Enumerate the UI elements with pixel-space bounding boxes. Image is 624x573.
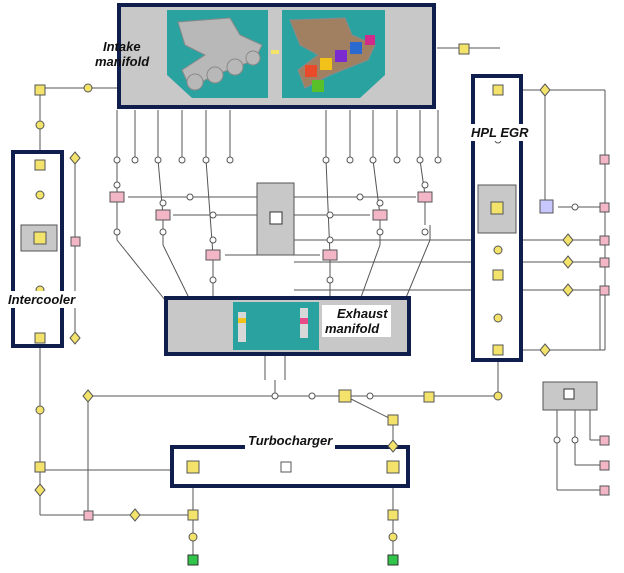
- valve-icon: [109, 191, 125, 203]
- node-markers: [113, 136, 579, 444]
- exhaust-label-line1: Exhaust: [337, 306, 388, 321]
- pipe-icon: [387, 414, 399, 426]
- boundary-icon: [187, 554, 199, 566]
- junction-icon: [493, 313, 503, 323]
- valve-icon: [70, 236, 81, 247]
- compressor-icon: [186, 460, 200, 474]
- valve-icon: [205, 249, 221, 261]
- shaft-icon: [280, 461, 292, 473]
- sensor-icon: [34, 483, 46, 497]
- junction-icon: [35, 120, 45, 130]
- pipe-icon: [423, 391, 435, 403]
- exhaust-manifold-shape: [238, 308, 308, 342]
- junction-icon: [388, 532, 398, 542]
- cylinder-icon: [269, 211, 283, 225]
- sensor-icon: [129, 508, 141, 522]
- sensor-icon: [562, 233, 574, 247]
- intake-manifold-label: Intake manifold: [92, 38, 152, 70]
- valve-components[interactable]: [70, 154, 610, 521]
- hpl-egr-label: HPL EGR: [468, 124, 532, 141]
- valve-icon: [599, 202, 610, 213]
- pipe-icon: [34, 332, 46, 344]
- pipe-icon: [458, 43, 470, 55]
- sensor-icon: [69, 151, 81, 165]
- intake-label-line2: manifold: [95, 54, 150, 69]
- intake-label-line1: Intake: [103, 39, 141, 54]
- intercooler-label: Intercooler: [5, 291, 79, 308]
- valve-icon: [599, 235, 610, 246]
- turbine-icon: [386, 460, 400, 474]
- intake-colored-runners: [305, 35, 375, 92]
- valve-icon: [599, 460, 610, 471]
- valve-icon: [83, 510, 94, 521]
- boundary-components[interactable]: [187, 554, 399, 566]
- valve-icon: [322, 249, 338, 261]
- compressor-turbine[interactable]: [186, 389, 400, 474]
- heat-exchanger-icon: [490, 201, 504, 215]
- sensor-icon: [539, 83, 551, 97]
- pipe-icon: [187, 509, 199, 521]
- valve-icon: [599, 435, 610, 446]
- junction-components[interactable]: [35, 83, 503, 542]
- valve-icon: [599, 485, 610, 496]
- sensor-icon: [562, 283, 574, 297]
- pipe-components[interactable]: [34, 43, 504, 521]
- junction-icon: [35, 190, 45, 200]
- sensor-components[interactable]: [34, 83, 574, 522]
- pipe-icon: [34, 84, 46, 96]
- pipe-icon: [492, 344, 504, 356]
- sensor-icon: [563, 388, 575, 400]
- sensor-icon: [562, 255, 574, 269]
- pipe-icon: [492, 84, 504, 96]
- junction-icon: [188, 532, 198, 542]
- turbocharger-label: Turbocharger: [245, 432, 336, 449]
- junction-icon: [493, 245, 503, 255]
- pipe-icon: [34, 159, 46, 171]
- pipe-icon: [492, 269, 504, 281]
- sensor-icon: [69, 331, 81, 345]
- intake-manifold-frame[interactable]: [117, 3, 436, 109]
- orifice-icon: [338, 389, 352, 403]
- exhaust-manifold-label: Exhaust manifold: [322, 305, 391, 337]
- sensor-icon: [387, 439, 399, 453]
- valve-icon: [599, 285, 610, 296]
- valve-icon: [372, 209, 388, 221]
- junction-icon: [493, 391, 503, 401]
- junction-icon: [35, 405, 45, 415]
- pipe-icon: [387, 509, 399, 521]
- heat-exchanger-icon: [33, 231, 47, 245]
- exhaust-label-line2: manifold: [325, 321, 380, 336]
- valve-icon: [539, 199, 554, 214]
- junction-icon: [83, 83, 93, 93]
- intake-connector-icon: [271, 50, 279, 54]
- sensor-icon: [82, 389, 94, 403]
- valve-icon: [155, 209, 171, 221]
- sensor-icon: [539, 343, 551, 357]
- boundary-icon: [387, 554, 399, 566]
- valve-icon: [599, 257, 610, 268]
- pipe-icon: [34, 461, 46, 473]
- valve-icon: [417, 191, 433, 203]
- valve-icon: [599, 154, 610, 165]
